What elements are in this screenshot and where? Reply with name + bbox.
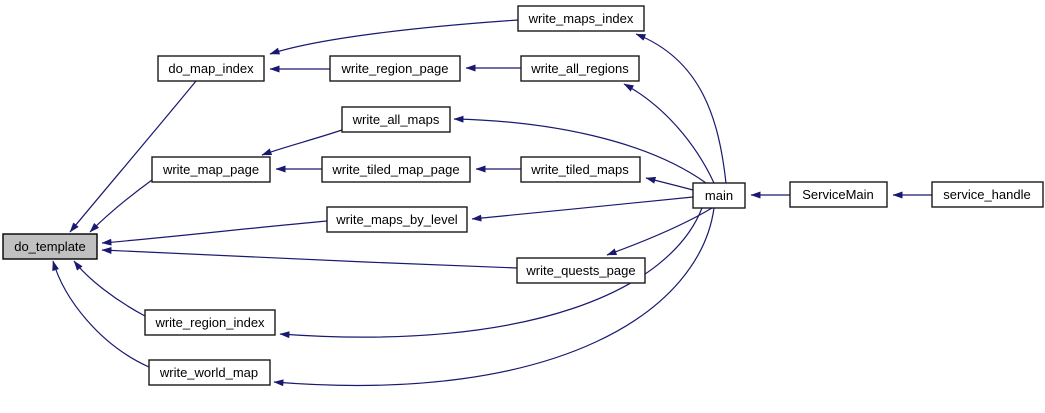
node-box: [157, 55, 265, 82]
edges-layer: [52, 19, 932, 387]
edge-write_all_maps-write_map_page: [261, 129, 343, 156]
edge-main-write_maps_by_level: [471, 196, 694, 222]
node-ServiceMain[interactable]: ServiceMain: [789, 181, 888, 208]
edge-write_map_page-do_template: [89, 179, 153, 233]
node-write_tiled_map_page[interactable]: write_tiled_map_page: [321, 156, 471, 183]
nodes-layer: write_maps_index do_map_index write_regi…: [2, 5, 1044, 386]
node-label: write_tiled_map_page: [331, 162, 459, 177]
node-box: [326, 206, 468, 233]
edge-write_maps_by_level-do_template: [101, 220, 328, 246]
node-box: [151, 156, 271, 183]
edge-main-write_quests_page: [606, 207, 713, 256]
node-box: [144, 309, 276, 336]
node-write_quests_page[interactable]: write_quests_page: [516, 257, 646, 284]
node-box: [789, 181, 888, 208]
edge-main-write_all_regions: [623, 83, 715, 184]
node-label: write_region_index: [154, 315, 265, 330]
node-label: do_template: [14, 239, 86, 254]
edge-main-write_world_map: [273, 207, 715, 387]
edge-main-write_all_maps: [453, 115, 707, 184]
edge-main-write_maps_index: [635, 33, 727, 184]
node-box: [692, 182, 746, 209]
node-box: [148, 359, 271, 386]
edge-write_region_index-do_template: [73, 260, 146, 317]
node-label: write_all_regions: [530, 61, 629, 76]
node-write_region_index[interactable]: write_region_index: [144, 309, 276, 336]
node-label: service_handle: [943, 187, 1030, 202]
node-label: write_quests_page: [525, 263, 635, 278]
edge-write_maps_index-do_map_index: [269, 19, 519, 55]
node-label: ServiceMain: [802, 187, 874, 202]
node-main[interactable]: main: [692, 182, 746, 209]
node-box: [329, 55, 461, 82]
node-box: [321, 156, 471, 183]
node-service_handle[interactable]: service_handle: [931, 181, 1044, 208]
node-label: main: [705, 188, 733, 203]
node-box: [520, 156, 641, 183]
node-label: write_region_page: [341, 61, 449, 76]
node-label: write_map_page: [162, 162, 259, 177]
node-write_tiled_maps[interactable]: write_tiled_maps: [520, 156, 641, 183]
node-do_map_index[interactable]: do_map_index: [157, 55, 265, 82]
node-box: [517, 5, 645, 32]
node-label: write_world_map: [159, 365, 258, 380]
node-label: write_maps_index: [528, 11, 634, 26]
node-label: do_map_index: [168, 61, 254, 76]
node-box: [931, 181, 1044, 208]
node-write_map_page[interactable]: write_map_page: [151, 156, 271, 183]
edge-do_map_index-do_template: [69, 80, 197, 233]
edge-write_world_map-do_template: [52, 260, 150, 368]
node-write_world_map[interactable]: write_world_map: [148, 359, 271, 386]
node-write_maps_by_level[interactable]: write_maps_by_level: [326, 206, 468, 233]
edge-main-write_region_index: [279, 207, 703, 339]
edge-write_quests_page-do_template: [101, 246, 518, 269]
node-label: write_maps_by_level: [335, 212, 458, 227]
edge-main-write_tiled_maps: [645, 176, 694, 191]
node-box: [520, 55, 640, 82]
node-box: [516, 257, 646, 284]
node-write_region_page[interactable]: write_region_page: [329, 55, 461, 82]
node-box: [341, 106, 451, 133]
node-do_template[interactable]: do_template: [2, 233, 98, 260]
node-write_all_regions[interactable]: write_all_regions: [520, 55, 640, 82]
node-write_all_maps[interactable]: write_all_maps: [341, 106, 451, 133]
node-box-highlighted: [2, 233, 98, 260]
node-label: write_tiled_maps: [530, 162, 629, 177]
node-label: write_all_maps: [352, 112, 440, 127]
node-write_maps_index[interactable]: write_maps_index: [517, 5, 645, 32]
